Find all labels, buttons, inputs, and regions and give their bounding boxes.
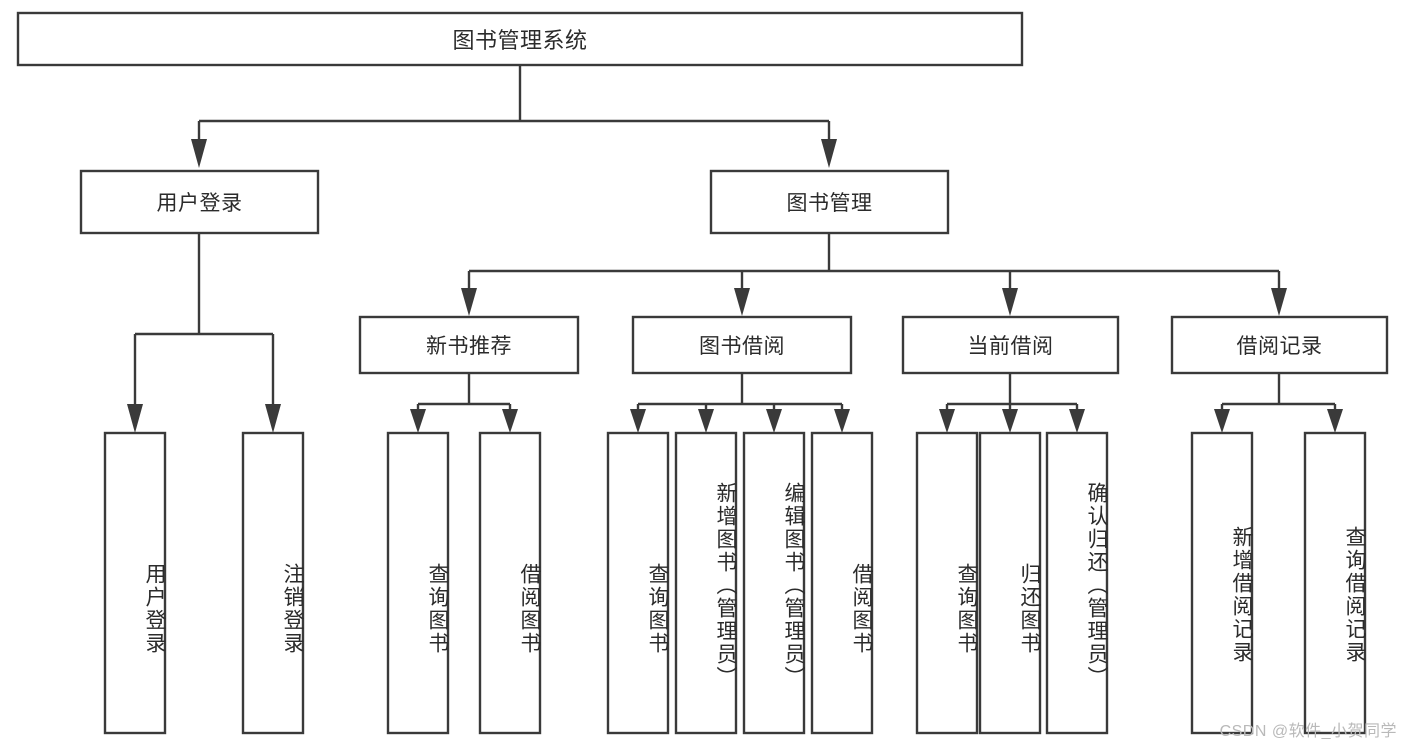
arrow-root-to-book-mgmt [821, 139, 837, 168]
arrow-borrow-record-leaf-2 [1327, 409, 1343, 433]
connector-group-current-borrow [939, 373, 1085, 433]
connector-group-book-mgmt [461, 233, 1287, 316]
leaf-user-login-box[interactable] [103, 431, 167, 735]
leaf-return-book-box[interactable] [978, 431, 1042, 735]
leaf-borrow-book-2-box[interactable] [810, 431, 874, 735]
leaf-query-book-2-box[interactable] [606, 431, 670, 735]
arrow-user-login-leaf-2 [265, 404, 281, 433]
arrow-book-mgmt-to-borrow-record [1271, 288, 1287, 316]
arrow-book-mgmt-to-new-book-rec [461, 288, 477, 316]
arrow-book-borrow-leaf-1 [630, 409, 646, 433]
arrow-current-borrow-leaf-1 [939, 409, 955, 433]
connector-group-user-login [127, 233, 281, 433]
arrow-new-book-rec-leaf-2 [502, 409, 518, 433]
csdn-watermark: CSDN @软件_小贺同学 [1219, 723, 1397, 740]
connector-group-borrow-record [1214, 373, 1343, 433]
arrow-root-to-user-login [191, 139, 207, 168]
leaf-query-book-1-box[interactable] [386, 431, 450, 735]
leaf-query-book-3-box[interactable] [915, 431, 979, 735]
leaf-query-record-box[interactable] [1303, 431, 1367, 735]
node-root-box[interactable] [16, 11, 1024, 67]
connector-group-book-borrow [630, 373, 850, 433]
arrow-book-borrow-leaf-4 [834, 409, 850, 433]
leaf-logout-box[interactable] [241, 431, 305, 735]
leaf-confirm-return-admin-box[interactable] [1045, 431, 1109, 735]
node-borrow-record-box[interactable] [1170, 315, 1389, 375]
arrow-current-borrow-leaf-2 [1002, 409, 1018, 433]
node-book-mgmt-box[interactable] [709, 169, 950, 235]
leaf-borrow-book-1-box[interactable] [478, 431, 542, 735]
arrow-user-login-leaf-1 [127, 404, 143, 433]
node-current-borrow-box[interactable] [901, 315, 1120, 375]
node-book-borrow-box[interactable] [631, 315, 853, 375]
arrow-new-book-rec-leaf-1 [410, 409, 426, 433]
leaf-add-book-admin-box[interactable] [674, 431, 738, 735]
arrow-book-borrow-leaf-3 [766, 409, 782, 433]
connector-group-root [191, 66, 837, 168]
arrow-current-borrow-leaf-3 [1069, 409, 1085, 433]
arrow-book-borrow-leaf-2 [698, 409, 714, 433]
connector-group-new-book-rec [410, 373, 518, 433]
arrow-book-mgmt-to-book-borrow [734, 288, 750, 316]
node-new-book-rec-box[interactable] [358, 315, 580, 375]
node-user-login-box[interactable] [79, 169, 320, 235]
leaf-edit-book-admin-box[interactable] [742, 431, 806, 735]
arrow-borrow-record-leaf-1 [1214, 409, 1230, 433]
arrow-book-mgmt-to-current-borrow [1002, 288, 1018, 316]
leaf-add-record-box[interactable] [1190, 431, 1254, 735]
